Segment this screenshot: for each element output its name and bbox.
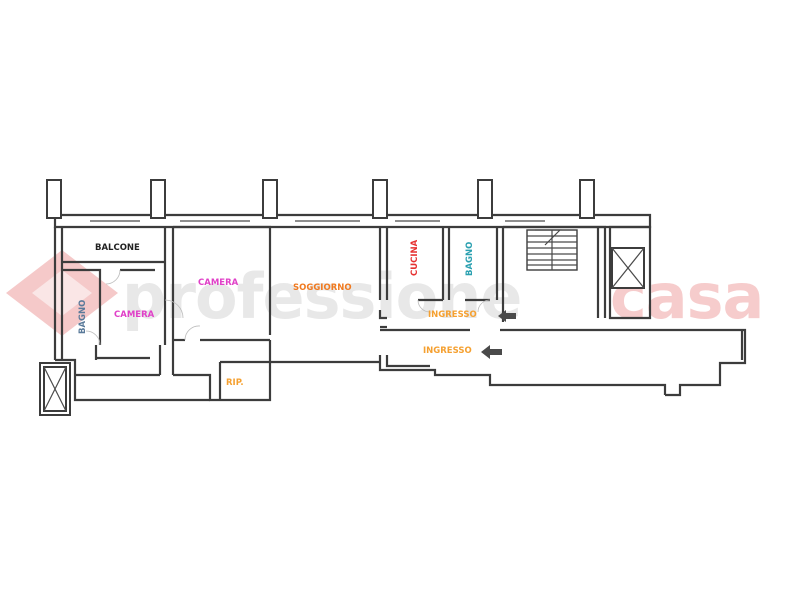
room-label-camera-small: CAMERA [114, 310, 155, 320]
left-arrow-icon [481, 345, 502, 359]
elevator-shaft-icon [611, 247, 645, 289]
room-labels: BALCONE CAMERA CAMERA BAGNO SOGGIORNO CU… [78, 239, 477, 388]
room-label-ingresso-upper: INGRESSO [428, 310, 477, 320]
room-label-cucina: CUCINA [410, 239, 420, 276]
facade-columns [46, 179, 595, 219]
walls [39, 213, 747, 416]
room-label-camera-large: CAMERA [198, 278, 239, 288]
watermark: professione casa [6, 250, 764, 336]
room-label-bagno-left: BAGNO [78, 300, 88, 334]
room-label-ripostiglio: RIP. [226, 378, 244, 388]
room-label-balcone: BALCONE [95, 243, 140, 253]
room-label-soggiorno: SOGGIORNO [293, 283, 352, 293]
room-label-bagno-right: BAGNO [465, 242, 475, 276]
entry-arrows [481, 310, 516, 359]
room-label-ingresso-lower: INGRESSO [423, 346, 472, 356]
door-swings [85, 269, 491, 346]
watermark-brand-left: professione [122, 260, 521, 333]
staircase-icon [526, 229, 578, 271]
left-arrow-icon [498, 310, 516, 322]
